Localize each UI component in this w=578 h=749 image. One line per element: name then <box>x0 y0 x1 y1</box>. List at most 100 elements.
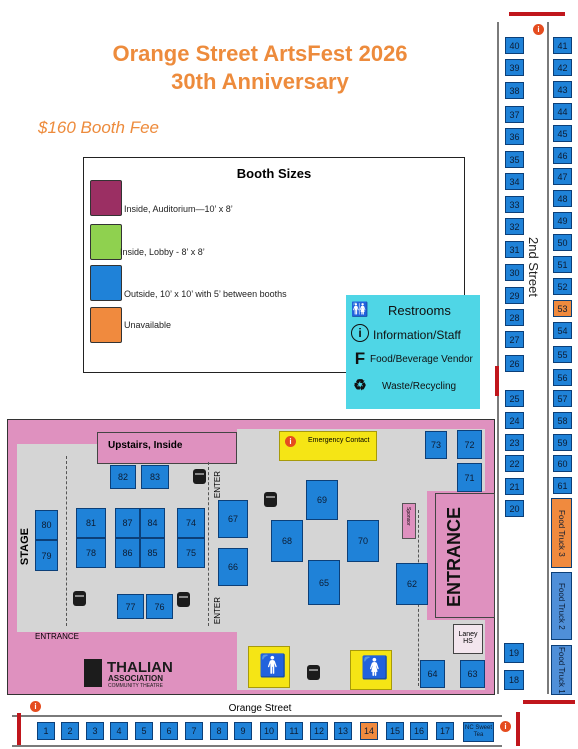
booth-42[interactable]: 42 <box>553 59 572 76</box>
booth-20[interactable]: 20 <box>505 500 524 517</box>
booth-78[interactable]: 78 <box>76 538 106 568</box>
booth-75[interactable]: 75 <box>177 538 205 568</box>
booth-22[interactable]: 22 <box>505 455 524 472</box>
booth-68[interactable]: 68 <box>271 520 303 562</box>
booth-70[interactable]: 70 <box>347 520 379 562</box>
booth-69[interactable]: 69 <box>306 480 338 520</box>
booth-1[interactable]: 1 <box>37 722 55 740</box>
dashed-line-1 <box>66 456 67 626</box>
booth-16[interactable]: 16 <box>410 722 428 740</box>
booth-21[interactable]: 21 <box>505 478 524 495</box>
booth-61[interactable]: 61 <box>553 477 572 494</box>
booth-47[interactable]: 47 <box>553 168 572 185</box>
booth-15[interactable]: 15 <box>386 722 404 740</box>
second-street-label: 2nd Street <box>526 237 541 297</box>
laney-hs-booth[interactable] <box>453 624 483 654</box>
booth-7[interactable]: 7 <box>185 722 203 740</box>
booth-73[interactable]: 73 <box>425 431 447 459</box>
booth-9[interactable]: 9 <box>234 722 252 740</box>
booth-17[interactable]: 17 <box>436 722 454 740</box>
booth-32[interactable]: 32 <box>505 218 524 235</box>
booth-50[interactable]: 50 <box>553 234 572 251</box>
booth-58[interactable]: 58 <box>553 412 572 429</box>
booth-27[interactable]: 27 <box>505 331 524 348</box>
booth-79[interactable]: 79 <box>35 540 58 571</box>
booth-44[interactable]: 44 <box>553 103 572 120</box>
booth-46[interactable]: 46 <box>553 147 572 164</box>
booth-48[interactable]: 48 <box>553 190 572 207</box>
booth-37[interactable]: 37 <box>505 106 524 123</box>
booth-5[interactable]: 5 <box>135 722 153 740</box>
waste-bin-3 <box>73 591 86 606</box>
booth-84[interactable]: 84 <box>140 508 165 538</box>
booth-60[interactable]: 60 <box>553 455 572 472</box>
booth-10[interactable]: 10 <box>260 722 278 740</box>
street-barrier-top <box>509 12 565 16</box>
booth-66[interactable]: 66 <box>218 548 248 586</box>
booth-8[interactable]: 8 <box>210 722 228 740</box>
booth-28[interactable]: 28 <box>505 309 524 326</box>
booth-55[interactable]: 55 <box>553 346 572 363</box>
booth-2[interactable]: 2 <box>61 722 79 740</box>
dashed-line-2 <box>208 462 209 626</box>
booth-19[interactable]: 19 <box>504 643 524 663</box>
booth-33[interactable]: 33 <box>505 196 524 213</box>
booth-26[interactable]: 26 <box>505 355 524 372</box>
booth-4[interactable]: 4 <box>110 722 128 740</box>
booth-6[interactable]: 6 <box>160 722 178 740</box>
emergency-contact-box[interactable] <box>279 431 377 461</box>
booth-77[interactable]: 77 <box>117 594 144 619</box>
booth-54[interactable]: 54 <box>553 322 572 339</box>
booth-25[interactable]: 25 <box>505 390 524 407</box>
booth-35[interactable]: 35 <box>505 151 524 168</box>
booth-76[interactable]: 76 <box>146 594 173 619</box>
booth-31[interactable]: 31 <box>505 241 524 258</box>
booth-3[interactable]: 3 <box>86 722 104 740</box>
booth-64[interactable]: 64 <box>420 660 445 688</box>
booth-72[interactable]: 72 <box>457 430 482 459</box>
booth-67[interactable]: 67 <box>218 500 248 538</box>
booth-83[interactable]: 83 <box>141 465 169 489</box>
booth-40[interactable]: 40 <box>505 37 524 54</box>
booth-53[interactable]: 53 <box>553 300 572 317</box>
booth-23[interactable]: 23 <box>505 434 524 451</box>
booth-74[interactable]: 74 <box>177 508 205 538</box>
booth-80[interactable]: 80 <box>35 510 58 540</box>
booth-24[interactable]: 24 <box>505 412 524 429</box>
booth-59[interactable]: 59 <box>553 434 572 451</box>
booth-52[interactable]: 52 <box>553 278 572 295</box>
booth-86[interactable]: 86 <box>115 538 140 568</box>
booth-nc-sweet-tea[interactable]: NC Sweet Tea <box>463 722 494 742</box>
food-truck-2[interactable]: Food Truck 2 <box>551 572 572 640</box>
booth-41[interactable]: 41 <box>553 37 572 54</box>
booth-36[interactable]: 36 <box>505 128 524 145</box>
booth-49[interactable]: 49 <box>553 212 572 229</box>
booth-12[interactable]: 12 <box>310 722 328 740</box>
booth-65[interactable]: 65 <box>308 560 340 605</box>
booth-82[interactable]: 82 <box>110 465 136 489</box>
booth-51[interactable]: 51 <box>553 256 572 273</box>
booth-85[interactable]: 85 <box>140 538 165 568</box>
booth-29[interactable]: 29 <box>505 287 524 304</box>
booth-18[interactable]: 18 <box>504 670 524 690</box>
booth-30[interactable]: 30 <box>505 264 524 281</box>
booth-63[interactable]: 63 <box>460 660 485 688</box>
booth-34[interactable]: 34 <box>505 173 524 190</box>
booth-81[interactable]: 81 <box>76 508 106 538</box>
food-truck-1[interactable]: Food Truck 1 <box>551 645 572 695</box>
facilities-legend: 🚻 Restrooms i Information/Staff F Food/B… <box>346 295 480 409</box>
booth-38[interactable]: 38 <box>505 82 524 99</box>
booth-39[interactable]: 39 <box>505 59 524 76</box>
booth-87[interactable]: 87 <box>115 508 140 538</box>
food-truck-3[interactable]: Food Truck 3 <box>551 498 572 568</box>
booth-45[interactable]: 45 <box>553 125 572 142</box>
sponsor-booth[interactable] <box>402 503 416 539</box>
booth-14[interactable]: 14 <box>360 722 378 740</box>
booth-56[interactable]: 56 <box>553 369 572 386</box>
booth-43[interactable]: 43 <box>553 81 572 98</box>
booth-13[interactable]: 13 <box>334 722 352 740</box>
booth-11[interactable]: 11 <box>285 722 303 740</box>
booth-62[interactable]: 62 <box>396 563 428 605</box>
booth-57[interactable]: 57 <box>553 390 572 407</box>
booth-71[interactable]: 71 <box>457 463 482 492</box>
